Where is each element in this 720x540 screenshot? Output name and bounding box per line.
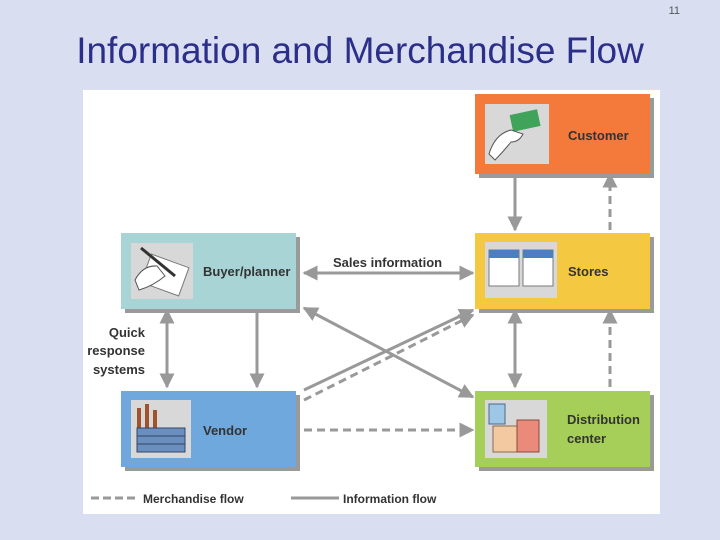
distribution-center-box: Distribution center [475, 391, 654, 471]
distribution-label-line2: center [567, 431, 606, 446]
boxes-icon [485, 400, 547, 458]
stores-label: Stores [568, 264, 608, 279]
arrow-vendor-stores-info [303, 308, 475, 392]
legend-merchandise-label: Merchandise flow [143, 492, 244, 506]
distribution-label-line1: Distribution [567, 412, 640, 427]
credit-card-hand-icon [485, 104, 549, 164]
arrow-vendor-stores-merch [303, 313, 475, 402]
vendor-label: Vendor [203, 423, 247, 438]
legend-information-label: Information flow [343, 492, 437, 506]
slide-title: Information and Merchandise Flow [76, 30, 644, 71]
stores-box: Stores [475, 233, 654, 313]
arrow-buyer-distribution-info [302, 306, 475, 399]
vendor-box: Vendor [121, 391, 300, 471]
quick-response-line3: systems [93, 362, 145, 377]
pen-writing-icon [131, 243, 193, 299]
customer-label: Customer [568, 128, 629, 143]
storefront-icon [485, 242, 557, 298]
flow-diagram: Customer Stores Buyer/planner [83, 90, 660, 514]
customer-box: Customer [475, 94, 654, 178]
buyer-planner-box: Buyer/planner [121, 233, 300, 313]
quick-response-line2: response [87, 343, 145, 358]
buyer-planner-label: Buyer/planner [203, 264, 290, 279]
quick-response-line1: Quick [109, 325, 146, 340]
sales-information-label: Sales information [333, 255, 442, 270]
page-number: 11 [668, 5, 680, 17]
legend: Merchandise flow Information flow [91, 492, 437, 506]
factory-icon [131, 400, 191, 458]
